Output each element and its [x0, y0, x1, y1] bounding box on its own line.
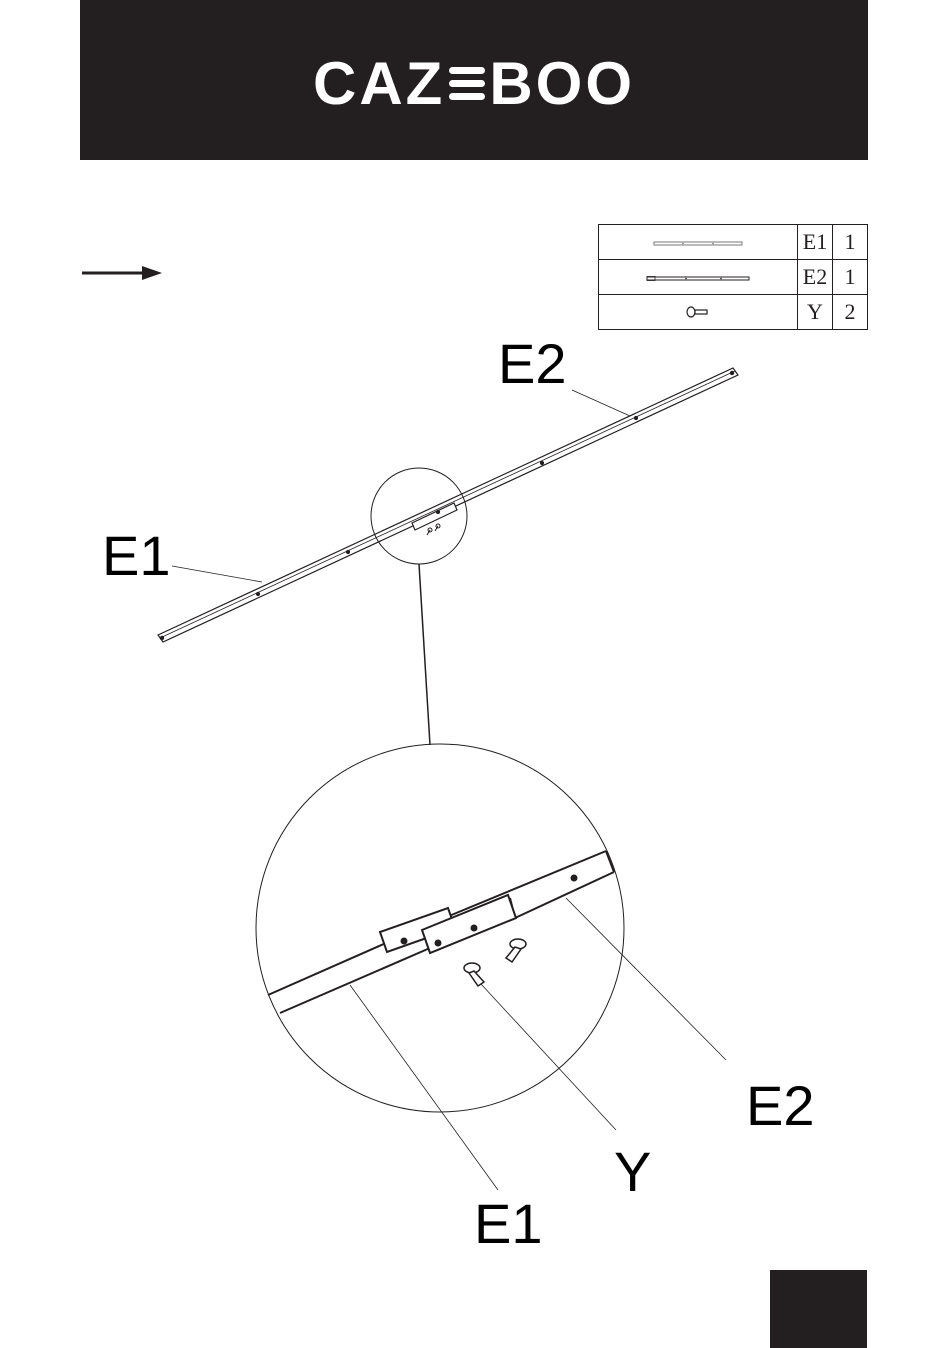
- direction-arrow-icon: [82, 266, 162, 280]
- detail-connector-line: [419, 564, 430, 745]
- detail-screw-y-2-icon: [506, 939, 526, 962]
- callout-e2-detail: E2: [746, 1078, 815, 1134]
- assembled-rod: [158, 368, 738, 642]
- callout-e1-top: E1: [102, 528, 171, 584]
- callout-e1-detail: E1: [474, 1196, 543, 1252]
- callout-y-detail: Y: [614, 1144, 651, 1200]
- detail-source-circle: [371, 468, 467, 564]
- callout-e2-top: E2: [498, 336, 567, 392]
- detail-screw-y-1-icon: [464, 963, 484, 986]
- small-screws-icon: [427, 524, 440, 535]
- detail-connector-plate: [380, 876, 577, 954]
- page-number-box: [770, 1270, 867, 1348]
